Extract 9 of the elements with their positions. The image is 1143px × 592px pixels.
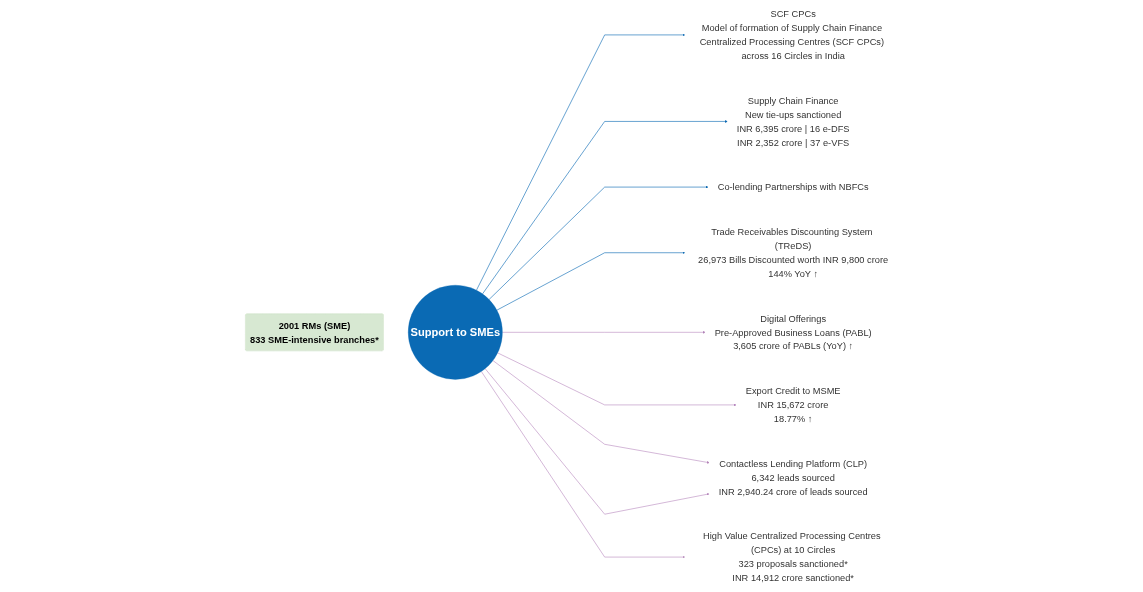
node-text: Digital Offerings Pre-Approved Business Loans (PABL) 3,605 crore of PABLs (YoY) ↑ (714, 313, 872, 352)
node-text: Supply Chain Finance New tie-ups sanctioned INR 6,395 crore | 16 e-DFS INR 2,352 crore | 37 e-VFS (736, 95, 850, 148)
node-text: High Value Centralized Processing Centres (CPCs) at 10 Circles 323 proposals sanctioned* INR 14,912 crore sanctioned* (703, 531, 881, 584)
node-text: SCF CPCs Model of formation of Supply Chain Finance Centralized Processing Centres (SCF CPCs) across 16 Circles in India (699, 8, 885, 61)
node-circle: Support to SMEs (408, 285, 503, 380)
node-text: Trade Receivables Discounting System (TReDS) 26,973 Bills Discounted worth INR 9,800 crore 144% YoY ↑ (698, 226, 889, 279)
node-text: Contactless Lending Platform (CLP) 6,342 leads sourced INR 2,940.24 crore of leads sourced (718, 458, 868, 497)
node-text: Export Credit to MSME INR 15,672 crore 18.77% ↑ (745, 385, 841, 424)
node-text: Co-lending Partnerships with NBFCs (717, 181, 869, 193)
